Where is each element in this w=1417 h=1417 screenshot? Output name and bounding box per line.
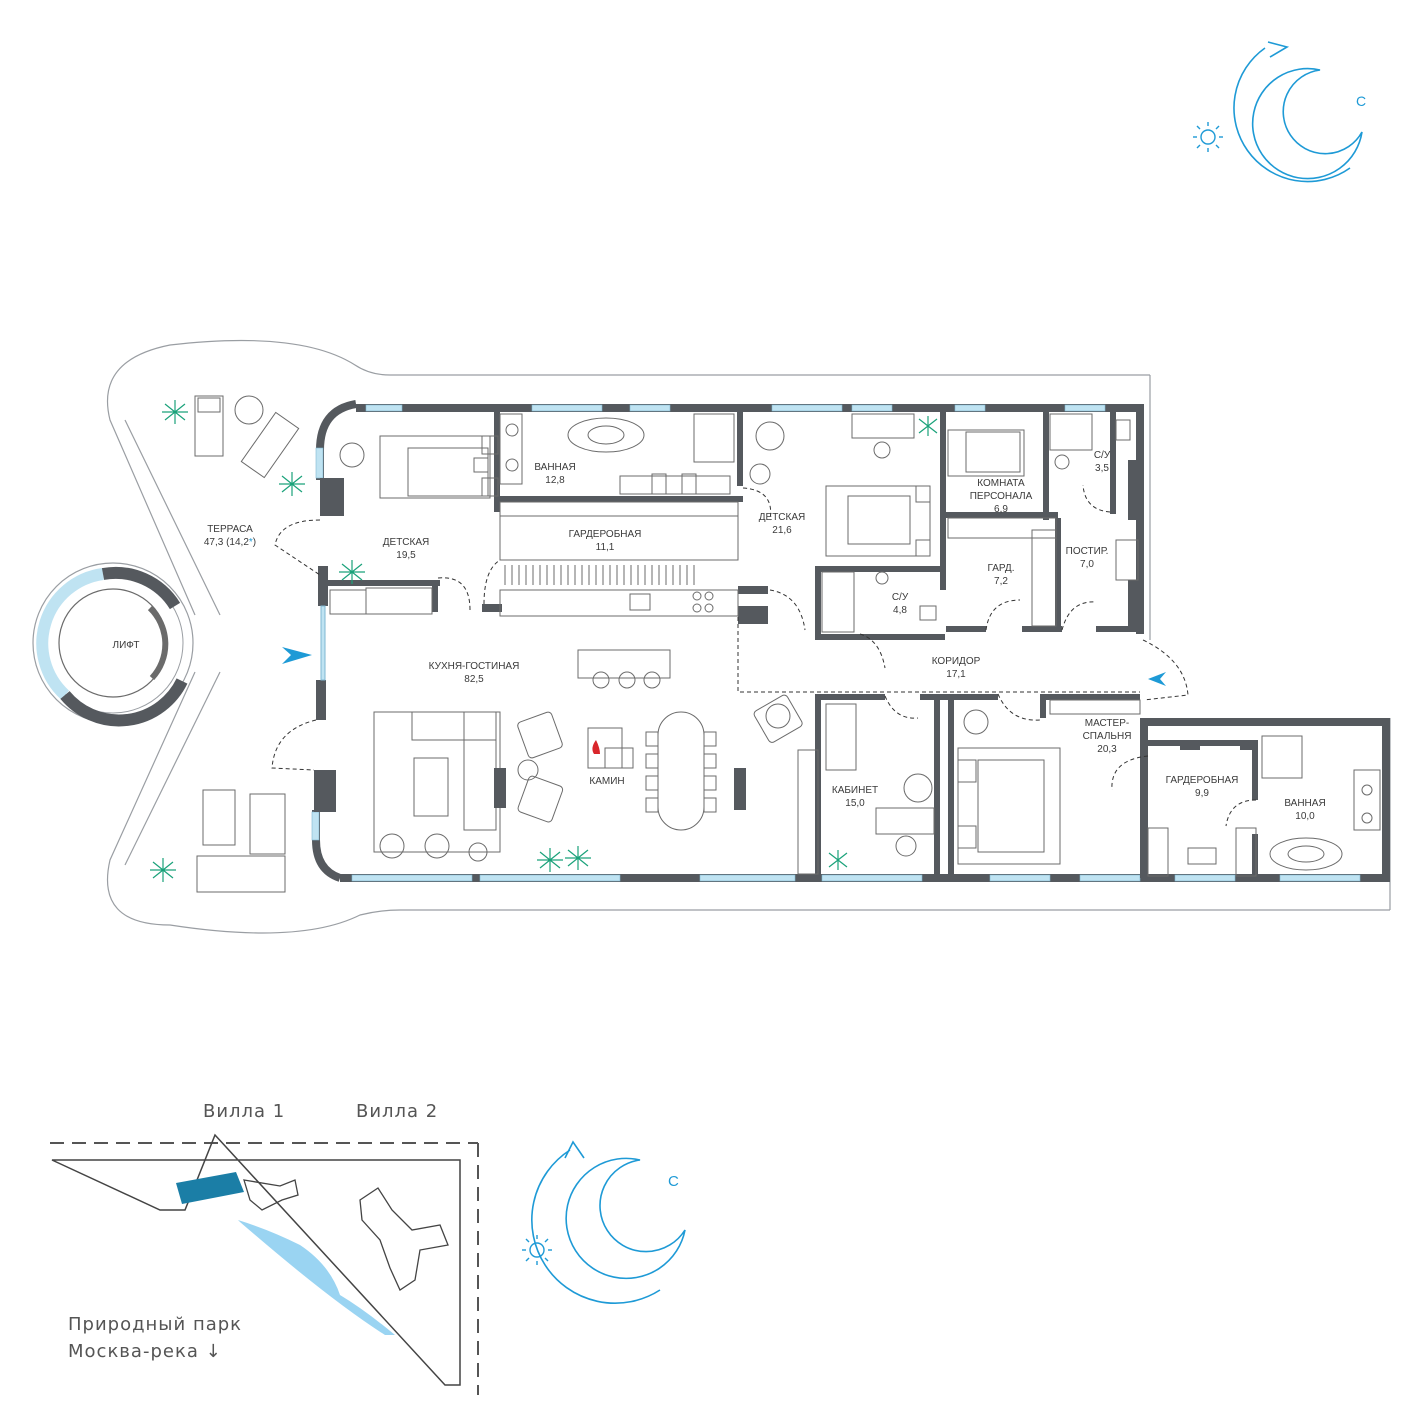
plan-outline: [106, 339, 1391, 934]
river-shape: [238, 1220, 395, 1335]
wc2-name: С/У: [892, 592, 909, 603]
plant-icon: [537, 848, 563, 872]
wc2-area: 4,8: [893, 605, 907, 616]
orientation-indicator-bottom: С: [522, 1140, 686, 1304]
river-label: Москва-река ↓: [68, 1341, 222, 1362]
study-area: 15,0: [845, 798, 865, 809]
staff-area: 6,9: [994, 504, 1008, 515]
laundry-area: 7,0: [1080, 559, 1094, 570]
room-labels: ТЕРРАСА 47,3 (14,2*) ДЕТСКАЯ 19,5 ВАННАЯ…: [204, 450, 1326, 822]
staff-name-2: ПЕРСОНАЛА: [970, 491, 1033, 502]
corridor-area: 17,1: [946, 669, 966, 680]
gard-name: ГАРД.: [988, 563, 1015, 574]
plant-icon: [162, 400, 188, 424]
kids2-name: ДЕТСКАЯ: [759, 512, 806, 523]
master-name-2: СПАЛЬНЯ: [1083, 731, 1132, 742]
wardrobe1-name: ГАРДЕРОБНАЯ: [569, 529, 642, 540]
site-map: Вилла 1 Вилла 2 Природный парк Москва-ре…: [50, 1101, 479, 1395]
bath2-area: 10,0: [1295, 811, 1315, 822]
sun-icon: [522, 1235, 552, 1265]
arrow-head-icon: [1267, 41, 1290, 58]
sun-icon: [1193, 122, 1223, 152]
bath2-name: ВАННАЯ: [1284, 798, 1325, 809]
plant-icon: [918, 416, 938, 436]
villa1-highlight: [176, 1172, 244, 1204]
master-name-1: МАСТЕР-: [1085, 718, 1129, 729]
plants: [150, 400, 938, 882]
kids1-name: ДЕТСКАЯ: [383, 537, 430, 548]
moon-letter: С: [668, 1173, 679, 1190]
walls: [311, 400, 1390, 882]
entrance-arrow-icon: [1148, 672, 1166, 686]
orientation-indicator-top: С: [1193, 41, 1366, 183]
plant-icon: [279, 472, 305, 496]
lift-label: ЛИФТ: [113, 640, 140, 651]
moon-rotation-icon: [1251, 67, 1363, 180]
fireplace-name: КАМИН: [589, 776, 624, 787]
moon-letter: С: [1356, 93, 1366, 109]
study-name: КАБИНЕТ: [832, 785, 878, 796]
lift: ЛИФТ: [32, 562, 194, 727]
plant-icon: [150, 858, 176, 882]
plant-icon: [828, 850, 848, 870]
doors: [271, 484, 1257, 827]
arrow-head-icon: [564, 1140, 585, 1159]
park-label: Природный парк: [68, 1314, 242, 1335]
bath1-area: 12,8: [545, 475, 565, 486]
terrace-name: ТЕРРАСА: [207, 524, 253, 535]
staff-name-1: КОМНАТА: [977, 478, 1025, 489]
plant-icon: [339, 560, 365, 584]
wardrobe2-name: ГАРДЕРОБНАЯ: [1166, 775, 1239, 786]
villa2-shape: [359, 1187, 449, 1291]
master-area: 20,3: [1097, 744, 1117, 755]
villa1-label: Вилла 1: [203, 1101, 285, 1122]
rotation-arc: [1233, 47, 1351, 183]
entrance-arrow-icon: [282, 647, 312, 664]
wc1-area: 3,5: [1095, 463, 1109, 474]
kids1-area: 19,5: [396, 550, 416, 561]
wardrobe1-area: 11,1: [596, 542, 615, 553]
villa2-label: Вилла 2: [356, 1101, 438, 1122]
bath1-name: ВАННАЯ: [534, 462, 575, 473]
wc1-name: С/У: [1094, 450, 1111, 461]
plant-icon: [565, 846, 591, 870]
moon-rotation-icon: [565, 1157, 686, 1280]
wardrobe2-area: 9,9: [1195, 788, 1209, 799]
laundry-name: ПОСТИР.: [1066, 546, 1109, 557]
kids2-area: 21,6: [772, 525, 792, 536]
furniture: [194, 395, 1381, 893]
wardrobe-rack: [504, 565, 695, 585]
gard-area: 7,2: [994, 576, 1008, 587]
terrace-area: 47,3 (14,2*): [204, 537, 256, 548]
fire-icon: [592, 740, 600, 754]
corridor-name: КОРИДОР: [932, 656, 981, 667]
living-name: КУХНЯ-ГОСТИНАЯ: [429, 661, 520, 672]
living-area: 82,5: [464, 674, 484, 685]
